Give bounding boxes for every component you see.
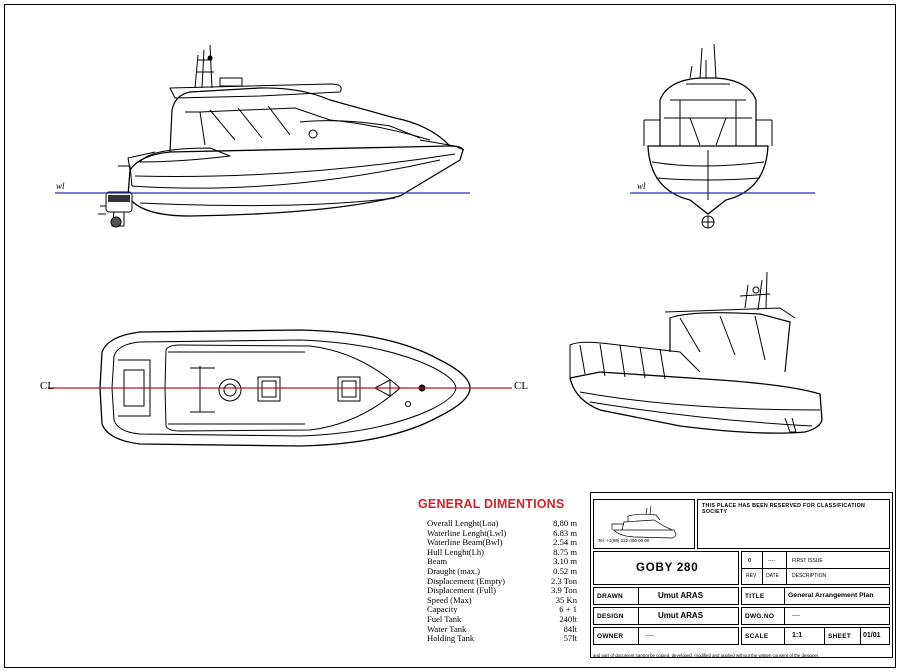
design-cell: DESIGN Umut ARAS	[593, 607, 739, 625]
dimension-row: Holding Tank 57lt	[427, 634, 577, 644]
date-header: DATE	[766, 573, 779, 579]
sheet-value: 01/01	[863, 632, 881, 639]
title-block: Tel: +1(98) 222 000 00 00 THIS PLACE HAS…	[590, 492, 893, 658]
logo-cell: Tel: +1(98) 222 000 00 00	[593, 499, 695, 549]
dimension-row: Displacement (Empty) 2.3 Ton	[427, 575, 577, 587]
drawn-label: DRAWN	[597, 593, 624, 600]
design-value: Umut ARAS	[658, 611, 704, 620]
dimension-label: Overall Lenght(Loa)	[427, 518, 499, 528]
dimension-value: 35 Kn	[555, 594, 577, 605]
title-cell: TITLE General Arrangement Plan	[741, 587, 890, 605]
outboard-engine	[98, 191, 133, 228]
dimension-label: Draught (max.)	[427, 565, 480, 576]
dimension-label: Water Tank	[427, 623, 467, 634]
drawn-value: Umut ARAS	[658, 591, 704, 600]
dimension-row: Draught (max.) 0.52 m	[427, 565, 577, 577]
dimension-row: Water Tank 84lt	[427, 623, 577, 635]
scale-label: SCALE	[745, 633, 769, 640]
perspective-view	[569, 271, 823, 434]
dwg-value: ----	[792, 613, 800, 619]
dimension-value: 6 + 1	[559, 604, 577, 615]
dimension-row: Capacity 6 + 1	[427, 605, 577, 615]
description-header: DESCRIPTION	[792, 573, 827, 579]
scale-cell: SCALE 1:1 SHEET 01/01	[741, 627, 890, 645]
dimension-row: Displacement (Full) 3.9 Ton	[427, 586, 577, 596]
dimension-label: Displacement (Full)	[427, 585, 496, 596]
side-waterline-label: wl	[56, 181, 65, 191]
dimension-value: 57lt	[563, 633, 577, 644]
title-label: TITLE	[745, 593, 765, 600]
dimension-label: Fuel Tank	[427, 613, 462, 624]
dimension-value: 0.52 m	[553, 565, 577, 576]
front-view	[643, 43, 773, 229]
dimension-label: Waterline Beam(Bwl)	[427, 537, 503, 548]
dwg-cell: DWG.NO ----	[741, 607, 890, 625]
revision-date: ----	[768, 558, 776, 564]
boat-logo-icon	[611, 505, 677, 539]
classification-cell: THIS PLACE HAS BEEN RESERVED FOR CLASSIF…	[697, 499, 890, 549]
dimension-row: Overall Lenght(Loa) 8,80 m	[427, 518, 577, 529]
dimension-label: Hull Lenght(Lh)	[427, 546, 485, 557]
rev-header: REV	[746, 573, 757, 579]
dimension-value: 3.9 Ton	[551, 585, 577, 596]
dimension-row: Waterline Beam(Bwl) 2.54 m	[427, 538, 577, 548]
classification-note: THIS PLACE HAS BEEN RESERVED FOR CLASSIF…	[702, 503, 866, 515]
dimension-label: Waterline Lenght(Lwl)	[427, 527, 507, 538]
owner-cell: OWNER ----	[593, 627, 739, 645]
owner-label: OWNER	[597, 633, 624, 640]
scale-value: 1:1	[792, 632, 803, 639]
dimension-label: Holding Tank	[427, 633, 475, 644]
dimension-label: Speed (Max)	[427, 594, 472, 605]
dwg-label: DWG.NO	[745, 613, 775, 620]
dimension-row: Hull Lenght(Lh) 8.75 m	[427, 546, 577, 558]
general-dimensions-title: GENERAL DIMENTIONS	[418, 497, 565, 511]
logo-contact-text: Tel: +1(98) 222 000 00 00	[598, 538, 650, 543]
drawn-cell: DRAWN Umut ARAS	[593, 587, 739, 605]
dimension-row: Speed (Max) 35 Kn	[427, 594, 577, 606]
top-centerline-label-right: CL	[514, 380, 529, 392]
sheet-label: SHEET	[828, 633, 852, 640]
dimension-label: Displacement (Empty)	[427, 575, 506, 586]
dimension-value: 240lt	[559, 613, 577, 624]
revision-cell: 0 ---- FIRST ISSUE REV DATE DESCRIPTION	[741, 551, 890, 585]
dimension-row: Waterline Lenght(Lwl) 6.83 m	[427, 527, 577, 539]
dimension-row: Fuel Tank 240lt	[427, 613, 577, 625]
copyright-footer-note: and part of document cannot be copied, d…	[593, 653, 820, 658]
dimension-value: 84lt	[563, 623, 577, 634]
dimension-label: Capacity	[427, 604, 458, 615]
revision-no: 0	[748, 558, 752, 564]
design-label: DESIGN	[597, 613, 624, 620]
drawing-sheet-border	[4, 4, 896, 668]
front-waterline-label: wl	[637, 181, 646, 191]
dimension-value: 2.54 m	[553, 537, 577, 548]
side-view	[98, 44, 465, 228]
dimension-row: Beam 3.10 m	[427, 557, 577, 567]
top-centerline-label-left: CL	[40, 380, 55, 392]
dimension-label: Beam	[427, 556, 448, 567]
project-name-cell: GOBY 280	[593, 551, 739, 585]
project-name: GOBY 280	[636, 562, 699, 574]
title-value: General Arrangement Plan	[788, 592, 874, 599]
revision-description: FIRST ISSUE	[792, 558, 823, 564]
owner-value: ----	[646, 633, 654, 639]
dimension-value: 8,80 m	[553, 518, 577, 528]
dimension-value: 8.75 m	[553, 546, 577, 557]
dimension-value: 3.10 m	[553, 556, 577, 567]
dimension-value: 2.3 Ton	[551, 575, 577, 586]
dimension-value: 6.83 m	[553, 527, 577, 538]
